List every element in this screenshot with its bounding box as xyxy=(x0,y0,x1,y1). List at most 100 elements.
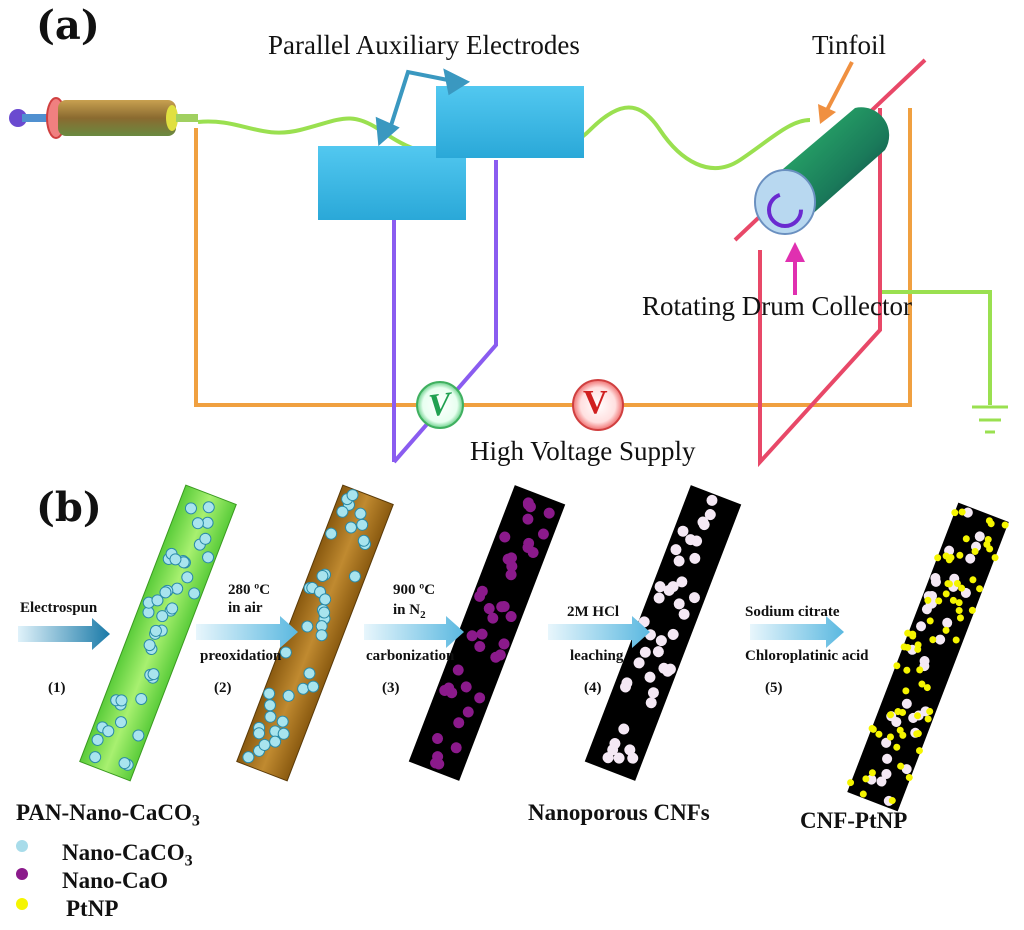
particle xyxy=(466,630,478,642)
particle xyxy=(348,570,361,583)
particle xyxy=(935,634,946,645)
particle xyxy=(202,551,215,564)
supply-wire-3 xyxy=(620,108,912,407)
particle xyxy=(923,591,934,602)
step-2-label-2: in air xyxy=(228,600,263,616)
particle xyxy=(951,509,959,517)
particle xyxy=(496,601,508,613)
particle xyxy=(336,505,349,518)
particle xyxy=(986,545,994,553)
particle xyxy=(639,646,651,658)
particle xyxy=(522,497,534,509)
particle xyxy=(875,730,883,738)
particle xyxy=(443,682,455,694)
particle xyxy=(146,671,159,684)
electrodes-label: Parallel Auxiliary Electrodes xyxy=(268,30,580,60)
step-2-label: 280 ºC xyxy=(228,582,271,598)
particle xyxy=(653,592,665,604)
particle xyxy=(868,724,876,732)
particle xyxy=(942,552,950,560)
particle xyxy=(985,517,993,525)
particle xyxy=(276,715,289,728)
particle xyxy=(359,538,372,551)
particle xyxy=(624,744,636,756)
particle xyxy=(118,757,131,770)
particle xyxy=(901,698,912,709)
particle xyxy=(652,646,664,658)
step-5-number: (5) xyxy=(765,680,783,696)
particle xyxy=(155,624,168,637)
particle xyxy=(523,537,535,549)
particle xyxy=(193,538,206,551)
particle xyxy=(886,733,894,741)
particle xyxy=(868,769,876,777)
step-1-label: Electrospun xyxy=(20,600,98,616)
particle xyxy=(474,692,486,704)
particle xyxy=(893,662,901,670)
particle xyxy=(91,733,104,746)
particle xyxy=(944,545,955,556)
syringe xyxy=(9,97,198,139)
particle xyxy=(908,712,919,723)
particle xyxy=(952,636,960,644)
particle xyxy=(888,797,896,805)
particle xyxy=(177,555,190,568)
particle xyxy=(910,727,921,738)
particle xyxy=(955,606,963,614)
particle xyxy=(664,663,676,675)
particle xyxy=(688,592,700,604)
particle xyxy=(432,751,444,763)
particle xyxy=(505,569,517,581)
particle xyxy=(474,641,486,653)
step-3-number: (3) xyxy=(382,680,400,696)
legend-dot-ptnp xyxy=(16,898,28,910)
particle xyxy=(926,707,934,715)
particle xyxy=(342,498,355,511)
particle xyxy=(527,546,539,558)
particle xyxy=(949,573,960,584)
particle xyxy=(677,525,689,537)
particle xyxy=(905,773,913,781)
tinfoil-label: Tinfoil xyxy=(812,30,887,60)
particle xyxy=(487,612,499,624)
particle xyxy=(432,732,444,744)
particle xyxy=(913,730,921,738)
particle xyxy=(490,651,502,663)
particle xyxy=(984,535,992,543)
voltmeter-icon xyxy=(416,381,464,429)
particle xyxy=(453,717,465,729)
particle xyxy=(543,507,555,519)
particle xyxy=(178,556,191,569)
particle xyxy=(909,630,917,638)
particle xyxy=(156,610,169,623)
particle xyxy=(883,795,894,806)
particle xyxy=(145,643,158,656)
particle xyxy=(505,611,517,623)
particle xyxy=(357,534,370,547)
particle xyxy=(969,576,977,584)
particle xyxy=(315,620,328,633)
particle xyxy=(430,757,442,769)
particle xyxy=(169,553,182,566)
particle xyxy=(171,582,184,595)
collector-frame xyxy=(758,108,882,468)
particle xyxy=(316,569,329,582)
particle xyxy=(633,657,645,669)
particle xyxy=(474,590,486,602)
supply-wire xyxy=(194,128,420,407)
particle xyxy=(956,614,964,622)
particle xyxy=(318,568,331,581)
particle xyxy=(685,534,697,546)
legend-caco3-label: Nano-CaCO3 xyxy=(62,840,193,870)
nanoporous-label: Nanoporous CNFs xyxy=(528,800,710,825)
particle xyxy=(462,706,474,718)
particle xyxy=(165,547,178,560)
particle xyxy=(184,502,197,515)
particle xyxy=(919,656,930,667)
particle xyxy=(902,687,910,695)
particle xyxy=(619,681,631,693)
particle xyxy=(662,665,674,677)
step-2-bottom: preoxidation xyxy=(200,648,282,664)
particle xyxy=(983,540,991,548)
particle xyxy=(645,697,657,709)
